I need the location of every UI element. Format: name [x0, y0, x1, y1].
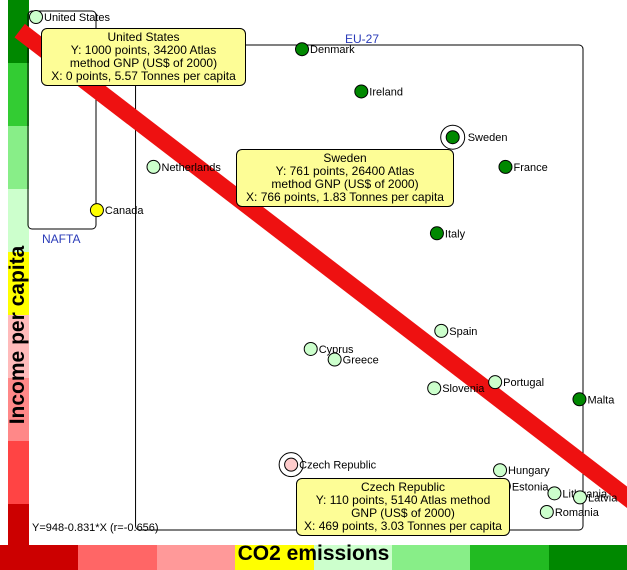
tooltip-line: Y: 110 points, 5140 Atlas method — [315, 493, 491, 507]
x-color-legend — [0, 540, 627, 570]
point-portugal — [488, 375, 503, 390]
tooltip-line: Y: 1000 points, 34200 Atlas — [70, 43, 217, 57]
tooltip-title: Sweden — [323, 151, 367, 165]
x-legend-segment — [470, 545, 550, 570]
tooltip-line: X: 766 points, 1.83 Tonnes per capita — [246, 190, 444, 204]
point-spain — [434, 323, 449, 338]
point-label-czech-republic: Czech Republic — [299, 460, 377, 472]
point-france — [498, 159, 513, 174]
point-label-united-states: United States — [44, 12, 111, 24]
point-hungary — [493, 463, 508, 478]
point-label-canada: Canada — [105, 205, 144, 217]
point-italy — [429, 226, 444, 241]
x-legend-segment — [391, 545, 471, 570]
group-label-eu27: EU-27 — [345, 32, 379, 46]
point-label-portugal: Portugal — [503, 377, 544, 389]
point-label-romania: Romania — [555, 507, 600, 519]
point-label-ireland: Ireland — [369, 86, 403, 98]
point-label-hungary: Hungary — [508, 465, 550, 477]
y-legend-segment — [8, 125, 29, 190]
tooltip-line: Y: 761 points, 26400 Atlas — [275, 164, 415, 178]
x-legend-segment — [548, 545, 627, 570]
point-canada — [89, 203, 104, 218]
tooltip-line: GNP (US$ of 2000) — [351, 506, 455, 520]
point-label-greece: Greece — [343, 355, 379, 367]
y-legend-segment — [8, 251, 29, 315]
tooltip-sweden: Sweden Y: 761 points, 26400 Atlas method… — [236, 149, 454, 207]
tooltip-line: method GNP (US$ of 2000) — [69, 56, 218, 70]
point-netherlands — [146, 159, 161, 174]
tooltip-title: United States — [107, 30, 180, 44]
point-denmark — [295, 42, 310, 57]
point-latvia — [573, 490, 587, 505]
point-label-latvia: Latvia — [588, 492, 618, 504]
point-label-italy: Italy — [445, 228, 466, 240]
point-cyprus — [303, 341, 318, 356]
y-legend-segment — [8, 440, 29, 504]
tooltip-line: method GNP (US$ of 2000) — [271, 177, 419, 191]
tooltip-line: X: 0 points, 5.57 Tonnes per capita — [51, 69, 236, 83]
tooltip-title: Czech Republic — [360, 480, 446, 494]
x-legend-segment — [0, 545, 79, 570]
y-legend-segment — [8, 0, 29, 64]
nafta-group-outline — [27, 10, 97, 230]
point-label-malta: Malta — [587, 394, 615, 406]
y-legend-segment — [8, 377, 29, 441]
regression-label: Y=948-0.831*X (r=-0.656) — [32, 522, 159, 534]
point-slovenia — [427, 381, 442, 396]
point-united-states — [29, 10, 43, 24]
point-czech-republic — [284, 457, 299, 472]
tooltip-czech-republic: Czech Republic Y: 110 points, 5140 Atlas… — [296, 478, 510, 536]
x-legend-segment — [235, 545, 314, 570]
point-label-denmark: Denmark — [310, 44, 355, 56]
point-label-sweden: Sweden — [468, 132, 508, 144]
point-lithuania — [547, 486, 562, 501]
regression-line — [14, 23, 627, 508]
x-legend-segment — [313, 545, 393, 570]
group-label-nafta: NAFTA — [42, 232, 80, 246]
y-legend-segment — [8, 314, 29, 378]
point-romania — [539, 504, 554, 519]
point-malta — [572, 392, 587, 407]
x-legend-segment — [156, 545, 236, 570]
y-legend-segment — [8, 62, 29, 127]
tooltip-united-states: United States Y: 1000 points, 34200 Atla… — [41, 28, 246, 86]
point-label-france: France — [513, 162, 547, 174]
x-legend-segment — [78, 545, 158, 570]
point-ireland — [354, 84, 369, 99]
point-greece — [327, 352, 342, 367]
y-color-legend — [0, 0, 29, 570]
y-legend-segment — [8, 188, 29, 253]
point-label-estonia: Estonia — [512, 481, 550, 493]
point-sweden — [445, 130, 460, 145]
x-axis-title: CO2 emissions — [237, 542, 390, 565]
point-label-spain: Spain — [449, 326, 477, 338]
point-label-slovenia: Slovenia — [442, 383, 485, 395]
tooltip-line: X: 469 points, 3.03 Tonnes per capita — [304, 519, 502, 533]
point-label-netherlands: Netherlands — [162, 162, 222, 174]
point-label-cyprus: Cyprus — [319, 344, 354, 356]
